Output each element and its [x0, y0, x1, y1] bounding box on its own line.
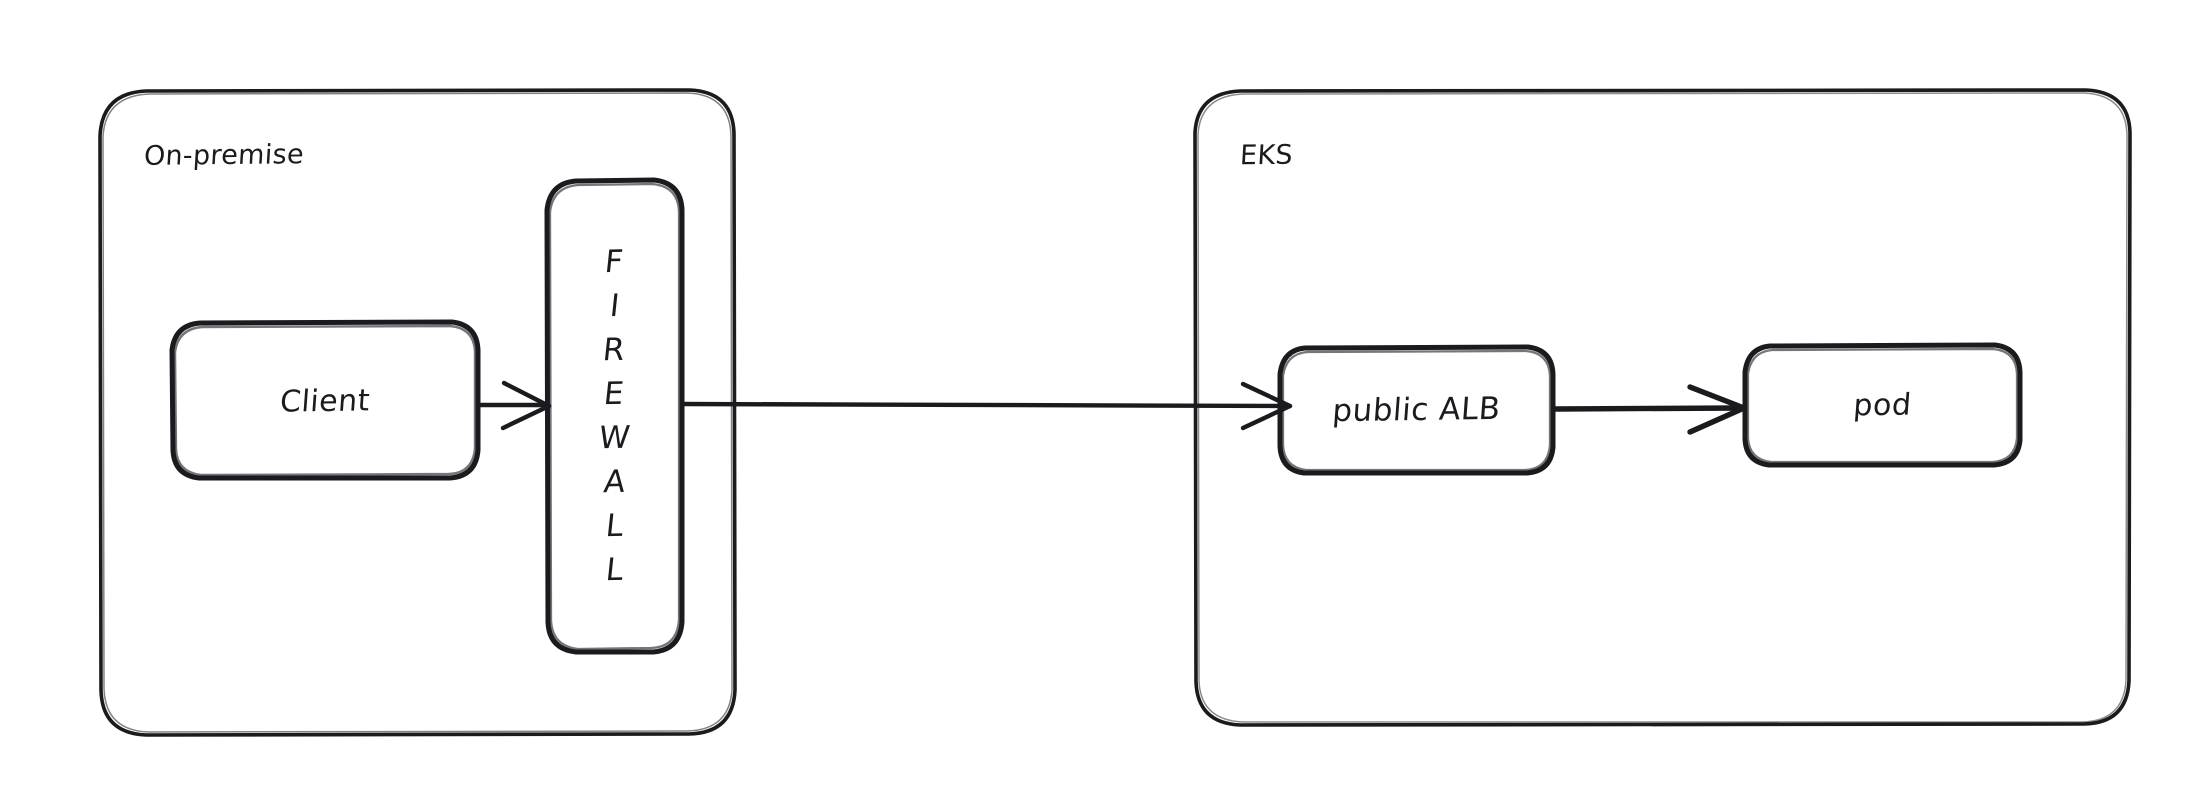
node-firewall[interactable]	[547, 180, 682, 652]
node-public-alb[interactable]	[1280, 347, 1553, 473]
group-on-premise-border	[98, 88, 737, 737]
edge-firewall-to-public-alb	[680, 381, 1293, 431]
node-public-alb-border	[1277, 344, 1556, 476]
edge-public-alb-to-pod	[1553, 384, 1747, 435]
node-pod[interactable]	[1745, 345, 2020, 465]
node-client-border	[169, 319, 481, 481]
node-client[interactable]	[172, 322, 478, 478]
edge-client-to-firewall	[476, 380, 552, 431]
group-eks-border	[1193, 88, 2132, 727]
node-pod-border	[1742, 342, 2023, 468]
node-firewall-border	[544, 177, 685, 655]
